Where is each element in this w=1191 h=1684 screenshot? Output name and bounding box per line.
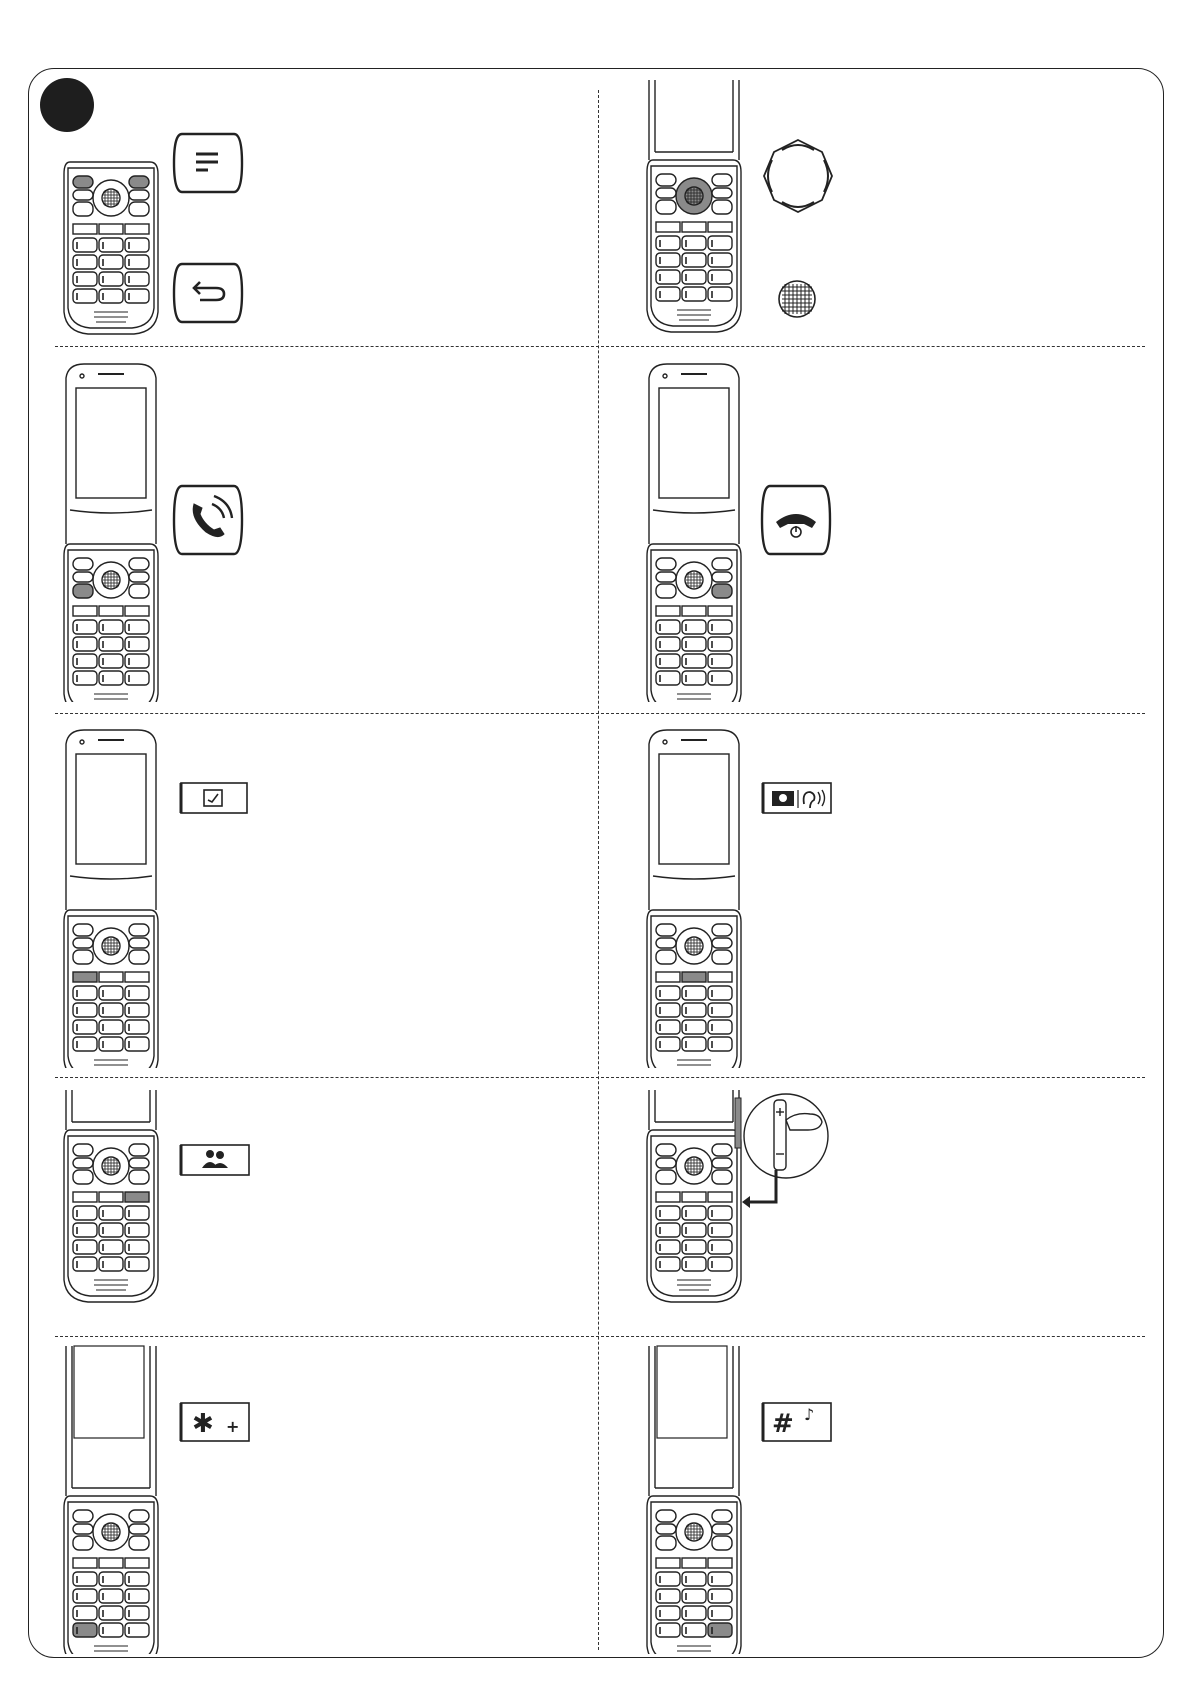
svg-text:#: # [772,1409,794,1439]
back-key-icon [172,262,244,324]
row-divider-4 [55,1336,1145,1337]
navigation-pad-icon [760,136,836,216]
camera-hearing-key-icon [760,780,834,816]
row-divider-3 [55,1077,1145,1078]
star-key-icon: ✱+ [178,1400,252,1444]
call-key-icon [172,484,244,556]
volume-side-key-icon [740,1090,840,1210]
contacts-key-icon [178,1142,252,1178]
phone-volume [645,1088,745,1328]
hash-key-icon: #♪ [760,1400,834,1444]
phone-call [62,362,162,702]
end-power-key-icon [760,484,832,556]
phone-navigation [645,78,745,338]
column-divider [598,90,599,1650]
svg-text:+: + [226,1417,239,1436]
svg-text:✱: ✱ [192,1409,214,1439]
svg-text:♪: ♪ [804,1405,814,1424]
phone-hash [645,1344,745,1654]
shortcut-key-icon [178,780,250,816]
row-divider-2 [55,713,1145,714]
ok-key-icon [776,278,818,320]
row-divider-1 [55,346,1145,347]
section-badge [40,78,94,132]
phone-contacts [62,1088,162,1328]
menu-key-icon [172,132,244,194]
phone-menu-back [62,158,162,338]
phone-star [62,1344,162,1654]
phone-end-power [645,362,745,702]
phone-camera-hearing [645,728,745,1068]
phone-shortcut-left [62,728,162,1068]
